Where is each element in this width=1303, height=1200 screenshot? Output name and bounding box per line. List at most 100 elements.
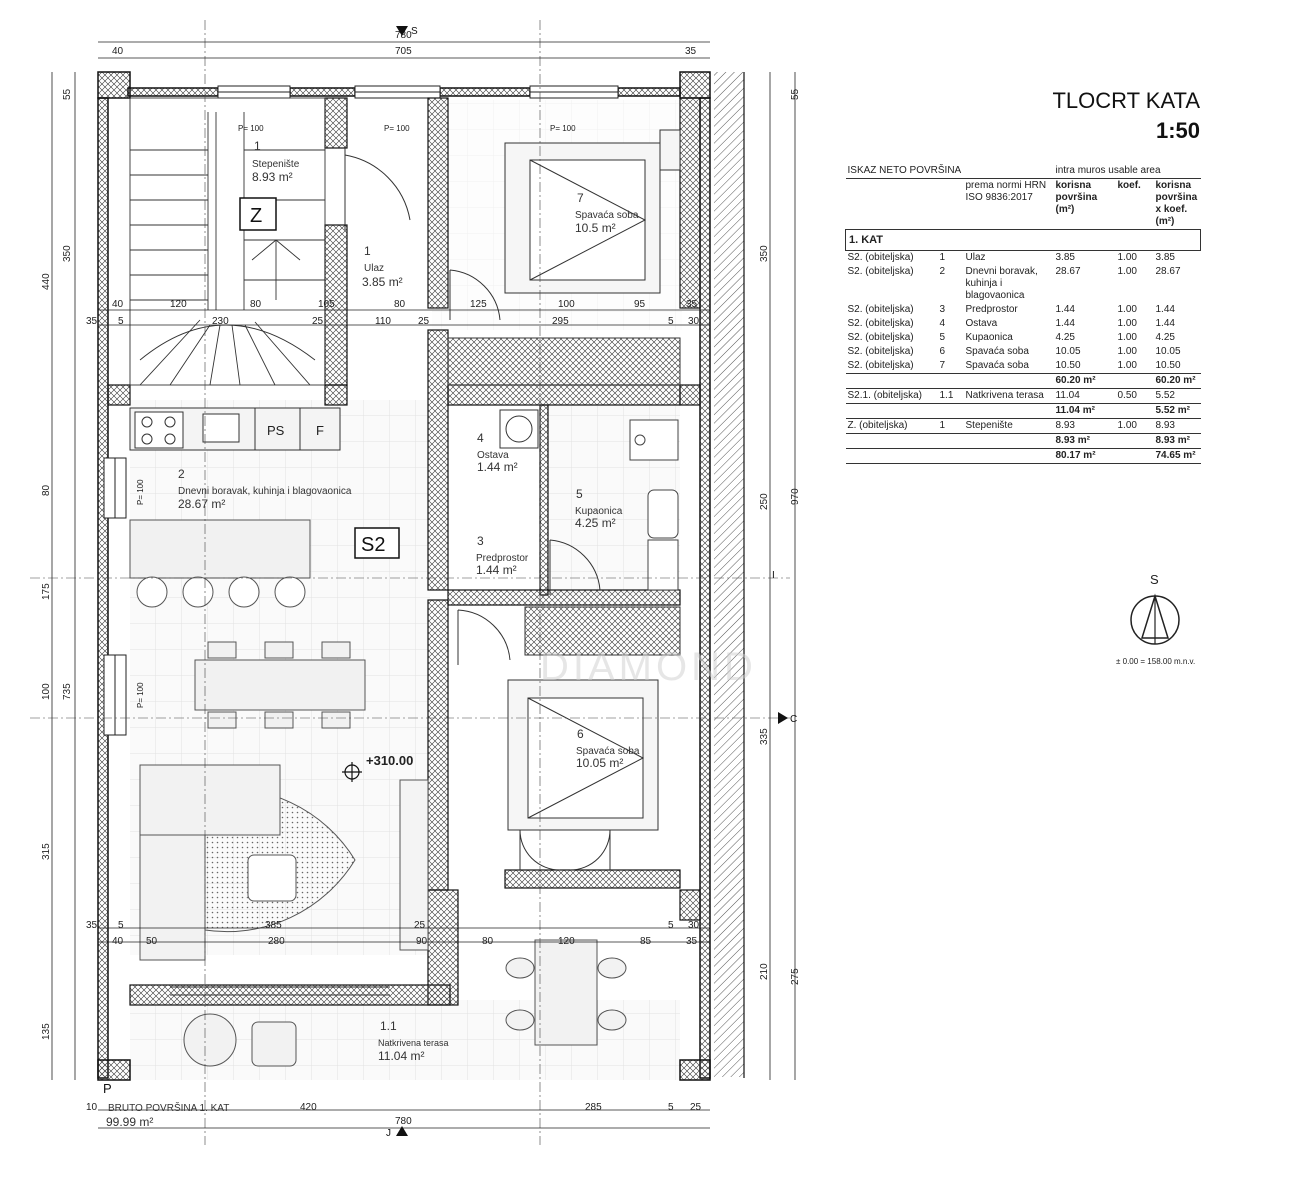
marker-s: S: [411, 26, 418, 37]
room-7-no: 7: [577, 191, 584, 205]
room-ulaz-area: 3.85 m²: [362, 275, 403, 289]
area-table: ISKAZ NETO POVRŠINA intra muros usable a…: [845, 164, 1201, 464]
dim-row4-0: 40: [112, 936, 124, 947]
room-1-no: 1: [254, 139, 261, 153]
dim-row4-2: 280: [268, 936, 285, 947]
room-2-area: 28.67 m²: [178, 497, 225, 511]
dim-row2-1: 5: [118, 316, 124, 327]
dim-bottom-total: 780: [395, 1116, 412, 1127]
title-text: TLOCRT KATA: [1052, 88, 1200, 113]
dim-right-9: 275: [790, 968, 801, 985]
dimension-texts-vertical: 440 315 55 350 80 175 735 100 135 55 350…: [41, 88, 801, 1040]
dim-row1-8: 35: [686, 299, 698, 310]
sill-p2: P= 100: [384, 124, 410, 133]
room-ulaz-name: Ulaz: [364, 263, 384, 274]
windows-left: [103, 457, 127, 736]
dim-row2-2: 230: [212, 316, 229, 327]
room-1-name: Stepenište: [252, 159, 300, 170]
kitchen: [129, 407, 341, 451]
dim-left-inner-5: 80: [41, 484, 52, 496]
table-caption: ISKAZ NETO POVRŠINA: [845, 164, 1054, 179]
hdr-norm: prema normi HRN ISO 9836:2017: [965, 180, 1047, 203]
zone-tags: Z S2: [239, 197, 400, 559]
room-labels: 1 Stepenište 8.93 m² 1 Ulaz 3.85 m² 7 Sp…: [178, 139, 640, 1063]
room-2-no: 2: [178, 467, 185, 481]
doors: [170, 148, 611, 996]
dim-row3-4: 5: [668, 920, 674, 931]
dim-bottom-4: 5: [668, 1102, 674, 1113]
dim-row2-8: 30: [688, 316, 700, 327]
room-3-no: 3: [477, 534, 484, 548]
bathroom-fixtures: [629, 419, 679, 591]
hdr-total: korisna površina x koef.(m²): [1155, 180, 1198, 227]
dim-right-2: 970: [790, 488, 801, 505]
dimension-lines: [51, 41, 796, 1129]
title-scale: 1:50: [1155, 118, 1200, 143]
dim-left-inner-3: 350: [62, 245, 73, 262]
dim-right-0: 55: [790, 88, 801, 100]
compass-letter: S: [1150, 572, 1159, 587]
room-3-name: Predprostor: [476, 553, 529, 564]
dim-row4-1: 50: [146, 936, 158, 947]
dim-left-inner-8: 100: [41, 683, 52, 700]
dim-right-1: 350: [759, 245, 770, 262]
dim-row1-5: 125: [470, 299, 487, 310]
room-5-no: 5: [576, 487, 583, 501]
terrace-table: [183, 939, 627, 1067]
room-4-area: 1.44 m²: [477, 460, 518, 474]
room-7-name: Spavaća soba: [575, 210, 639, 221]
marker-i: I: [772, 570, 775, 581]
dim-row1-3: 105: [318, 299, 335, 310]
room-terrace-no: 1.1: [380, 1019, 397, 1033]
dim-top-total: 780: [395, 30, 412, 41]
kitchen-island: [129, 519, 311, 608]
room-ulaz-no: 1: [364, 244, 371, 258]
dim-bottom-3: 285: [585, 1102, 602, 1113]
gross-value: 99.99 m²: [106, 1115, 153, 1129]
section-markers: S J C P I: [103, 26, 797, 1139]
dim-left-inner-12: 135: [41, 1023, 52, 1040]
facade-hatch: [714, 72, 744, 1077]
dim-bottom-2: 420: [300, 1102, 317, 1113]
room-terrace-name: Natkrivena terasa: [378, 1038, 449, 1048]
dim-row2-3: 25: [312, 316, 324, 327]
dim-row1-6: 100: [558, 299, 575, 310]
dim-top-1: 40: [112, 46, 124, 57]
grid-lines: [30, 20, 790, 1145]
dim-row1-2: 80: [250, 299, 262, 310]
elevation-note: ± 0.00 = 158.00 m.n.v.: [1116, 657, 1195, 666]
dim-top-3: 35: [685, 46, 697, 57]
dim-row4-3: 90: [416, 936, 428, 947]
floor-plan: PS F +310.00: [30, 20, 801, 1145]
dim-bottom-5: 25: [690, 1102, 702, 1113]
bed-room-7: [504, 129, 681, 294]
watermark: DIAMOND: [540, 645, 757, 689]
room-3-area: 1.44 m²: [476, 563, 517, 577]
room-1-area: 8.93 m²: [252, 170, 293, 184]
north-arrow: S ± 0.00 = 158.00 m.n.v.: [1116, 572, 1195, 666]
gross-label: BRUTO POVRŠINA 1. KAT: [108, 1101, 229, 1114]
dim-row1-0: 40: [112, 299, 124, 310]
corridor-wardrobe: [447, 337, 681, 386]
table-caption-en: intra muros usable area: [1053, 164, 1201, 179]
sill-labels: P= 100 P= 100 P= 100 P= 100 P= 100: [136, 124, 576, 708]
room-5-name: Kupaonica: [575, 506, 623, 517]
lounge: [139, 764, 429, 961]
sill-p5: P= 100: [136, 682, 145, 708]
bed-room-6: [507, 679, 659, 831]
drawing-title: TLOCRT KATA 1:50: [1052, 86, 1200, 146]
dimension-texts: 780 40 705 35 780 10 420 285 5 25 40 120…: [86, 30, 702, 1127]
level-value: +310.00: [366, 753, 413, 768]
dim-top-2: 705: [395, 46, 412, 57]
